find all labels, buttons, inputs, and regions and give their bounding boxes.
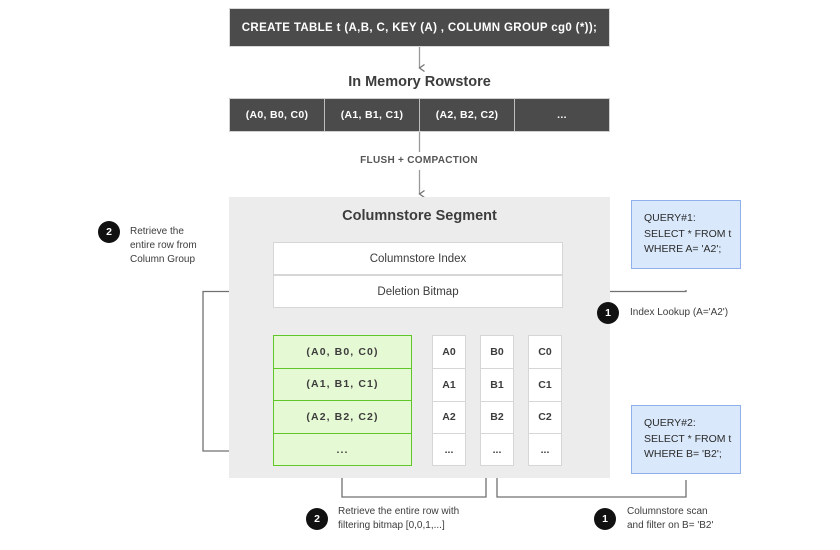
column-c-cell: C0 [528, 335, 562, 368]
flush-compaction-label: FLUSH + COMPACTION [360, 155, 478, 166]
query-2-line: SELECT * FROM t [644, 432, 732, 445]
caption-line: Columnstore scan [627, 506, 708, 517]
column-stack-a: A0 A1 A2 ... [432, 335, 466, 466]
caption-line: and filter on B= 'B2' [627, 520, 714, 531]
column-a-cell: A0 [432, 335, 466, 368]
columnstore-index-box: Columnstore Index [273, 242, 563, 275]
step-badge-retrieve-column-group: 2 [98, 221, 120, 243]
query-2-line: QUERY#2: [644, 417, 696, 429]
caption-line: Column Group [130, 254, 196, 265]
column-b-cell: B1 [480, 367, 514, 401]
step-caption-columnstore-scan: Columnstore scan and filter on B= 'B2' [627, 505, 757, 533]
query-1-line: QUERY#1: [644, 212, 696, 224]
query-2-box: QUERY#2: SELECT * FROM t WHERE B= 'B2'; [631, 405, 741, 474]
query-2-line: WHERE B= 'B2'; [644, 448, 722, 460]
rowstore-cell: (A0, B0, C0) [230, 99, 325, 131]
column-group-row: (A0, B0, C0) [274, 336, 411, 369]
arrow-query2-to-column-b [495, 467, 687, 498]
deletion-bitmap-box: Deletion Bitmap [273, 275, 563, 308]
ddl-statement-text: CREATE TABLE t (A,B, C, KEY (A) , COLUMN… [241, 21, 598, 34]
caption-line: filtering bitmap [0,0,1,...] [338, 520, 445, 531]
caption-line: entire row from [130, 240, 197, 251]
column-c-cell: ... [528, 433, 562, 466]
column-group-row: (A2, B2, C2) [274, 401, 411, 434]
query-1-line: SELECT * FROM t [644, 227, 732, 240]
column-stack-b: B0 B1 B2 ... [480, 335, 514, 466]
step-caption-retrieve-column-group: Retrieve the entire row from Column Grou… [130, 225, 210, 267]
step-caption-index-lookup: Index Lookup (A='A2') [630, 307, 729, 318]
query-1-box: QUERY#1: SELECT * FROM t WHERE A= 'A2'; [631, 200, 741, 269]
rowstore-row: (A0, B0, C0) (A1, B1, C1) (A2, B2, C2) .… [229, 98, 610, 132]
caption-line: Retrieve the entire row with [338, 506, 460, 517]
columnstore-segment-title: Columnstore Segment [342, 208, 497, 224]
column-a-cell: ... [432, 433, 466, 466]
ddl-statement-banner: CREATE TABLE t (A,B, C, KEY (A) , COLUMN… [229, 8, 610, 47]
rowstore-cell: (A2, B2, C2) [420, 99, 515, 131]
column-stack-c: C0 C1 C2 ... [528, 335, 562, 466]
column-c-cell: C1 [528, 367, 562, 401]
column-group-row: (A1, B1, C1) [274, 369, 411, 401]
caption-line: Retrieve the [130, 226, 184, 237]
column-group-row: ... [336, 443, 349, 456]
arrow-column-b-to-column-group [340, 467, 487, 498]
rowstore-cell: ... [557, 109, 567, 121]
step-badge-columnstore-scan: 1 [594, 508, 616, 530]
column-a-cell: A1 [432, 367, 466, 401]
query-1-line: WHERE A= 'A2'; [644, 243, 722, 255]
step-caption-retrieve-with-bitmap: Retrieve the entire row with filtering b… [338, 505, 498, 533]
column-b-cell: ... [480, 433, 514, 466]
column-b-cell: B2 [480, 400, 514, 434]
column-group-table: (A0, B0, C0) (A1, B1, C1) (A2, B2, C2) .… [273, 335, 412, 466]
column-b-cell: B0 [480, 335, 514, 368]
step-badge-index-lookup: 1 [597, 302, 619, 324]
column-c-cell: C2 [528, 400, 562, 434]
rowstore-cell: (A1, B1, C1) [325, 99, 420, 131]
rowstore-title: In Memory Rowstore [348, 74, 491, 90]
step-badge-retrieve-with-bitmap: 2 [306, 508, 328, 530]
column-a-cell: A2 [432, 400, 466, 434]
